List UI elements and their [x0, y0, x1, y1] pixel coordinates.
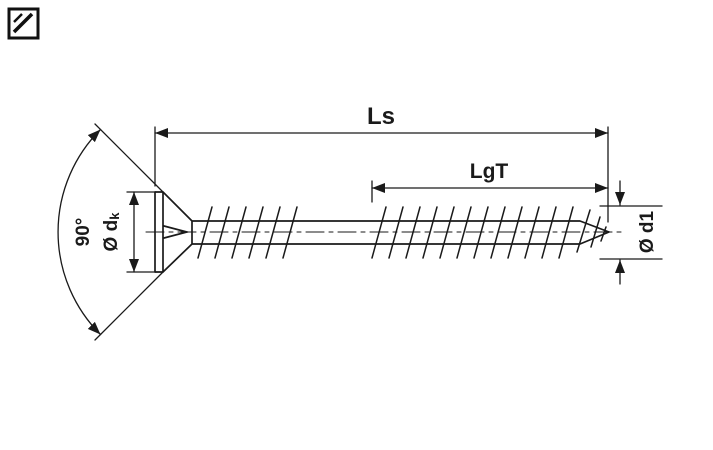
- drawing-root: 90° Ø dk Ls LgT: [57, 103, 663, 341]
- thread-length-label: LgT: [470, 160, 509, 183]
- brand-icon-slash: [12, 12, 34, 34]
- head-diameter-label: Ø dk: [101, 212, 122, 252]
- dimension-outer-diameter: Ø d1: [599, 180, 663, 285]
- corner-brand-icon: [7, 7, 40, 40]
- head-diameter-label-main: Ø d: [101, 220, 122, 252]
- angle-construction-line-bottom: [94, 271, 164, 341]
- outer-diameter-label: Ø d1: [637, 210, 658, 253]
- angle-construction-line-top: [94, 123, 164, 193]
- dimension-head-angle: 90°: [57, 123, 164, 341]
- screw-outline: [154, 191, 610, 273]
- dimension-head-diameter: Ø dk: [101, 191, 157, 273]
- thread-hatching-tip-section: [371, 206, 607, 259]
- dimension-thread-length: LgT: [371, 160, 609, 203]
- thread-hatching-head-section: [197, 206, 298, 259]
- angle-dimension-arc: [57, 128, 102, 336]
- dimension-total-length: Ls: [154, 103, 609, 223]
- head-diameter-label-subscript: k: [107, 212, 122, 220]
- brand-icon-slash-small: [13, 13, 23, 23]
- head-angle-label: 90°: [73, 218, 94, 247]
- total-length-label: Ls: [367, 103, 395, 130]
